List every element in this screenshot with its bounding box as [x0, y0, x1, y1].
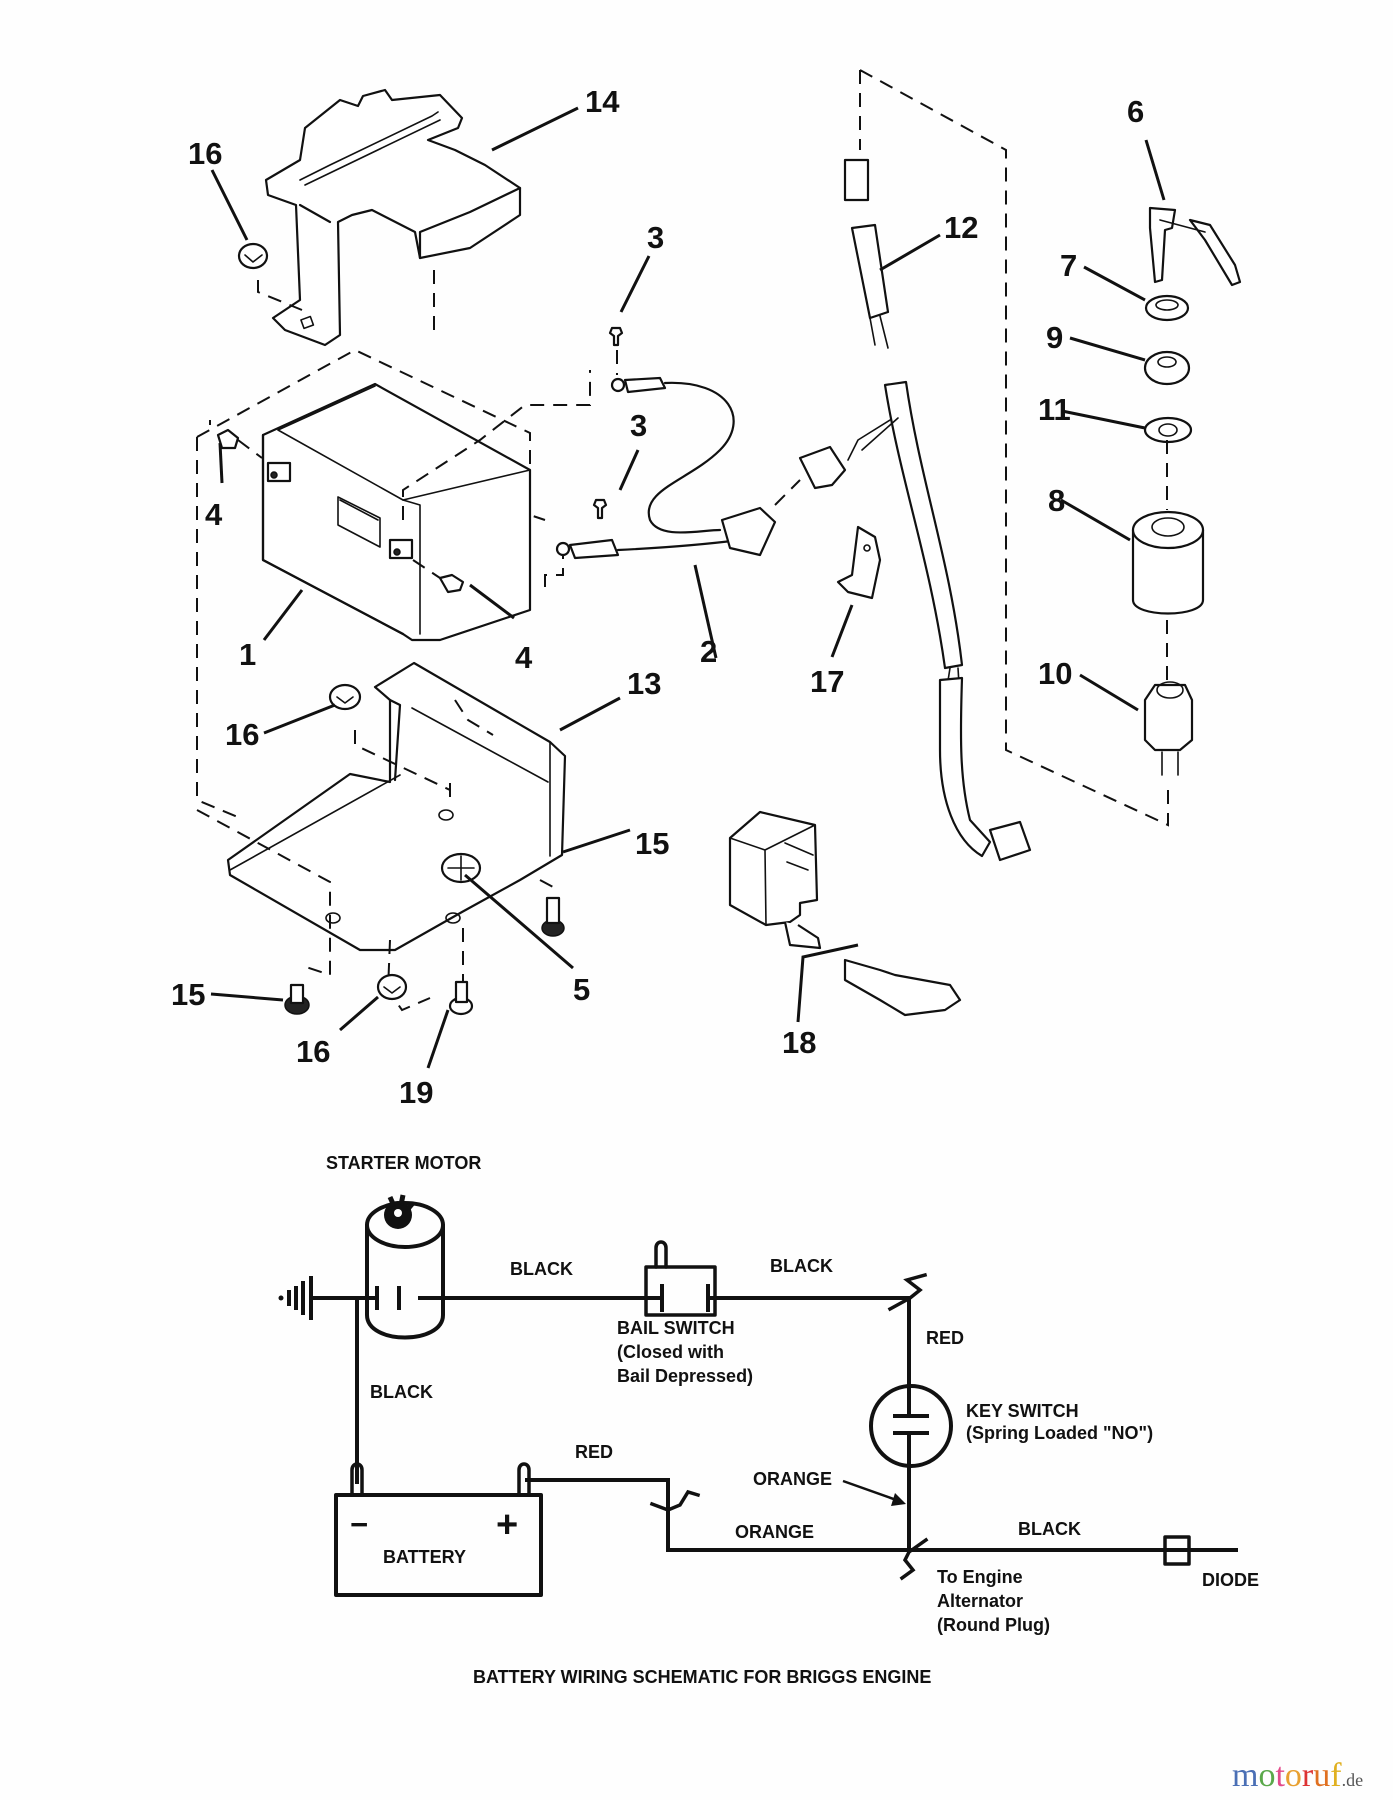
callout-4: 4 [515, 640, 533, 675]
part-14-bracket[interactable] [264, 88, 522, 347]
callout-5: 5 [573, 972, 590, 1007]
wire-label-black: BLACK [370, 1382, 433, 1402]
callout-9: 9 [1046, 320, 1063, 355]
callout-16: 16 [296, 1034, 330, 1069]
diode-symbol [1163, 1535, 1191, 1566]
callout-labels: 14 16 3 3 12 6 7 9 11 8 10 4 4 1 2 17 13… [171, 84, 1144, 1110]
key-switch [869, 1384, 953, 1468]
battery-symbol [334, 1462, 543, 1597]
wire-label-black: BLACK [770, 1256, 833, 1276]
callout-19: 19 [399, 1075, 433, 1110]
wire-label-red: RED [575, 1442, 613, 1462]
callout-1: 1 [239, 637, 256, 672]
callout-17: 17 [810, 664, 844, 699]
wires [309, 1296, 1238, 1552]
wire-battery-red [525, 1478, 1007, 1552]
watermark-letter: t [1275, 1757, 1285, 1794]
callout-18: 18 [782, 1025, 816, 1060]
bail-switch-label: BAIL SWITCH [617, 1318, 735, 1338]
watermark-letter: r [1302, 1757, 1314, 1794]
key-switch-label: KEY SWITCH [966, 1401, 1079, 1421]
watermark-letter: u [1313, 1757, 1330, 1794]
part-16-nut-top[interactable] [237, 242, 269, 270]
alternator-label: (Round Plug) [937, 1615, 1050, 1635]
part-6-keys[interactable] [1148, 206, 1242, 287]
callout-11: 11 [1038, 392, 1071, 427]
svg-text:motoruf.de: motoruf.de [1232, 1757, 1363, 1794]
part-2-cable[interactable] [555, 376, 847, 560]
callout-6: 6 [1127, 94, 1144, 129]
alternator-label: To Engine [937, 1567, 1023, 1587]
watermark-letter: m [1232, 1757, 1258, 1794]
leader-lines [210, 106, 1166, 1069]
callout-8: 8 [1048, 483, 1065, 518]
ground-icon [278, 1276, 313, 1320]
key-switch-note: (Spring Loaded "NO") [966, 1423, 1153, 1443]
starter-motor [365, 1194, 445, 1340]
callout-16: 16 [188, 136, 222, 171]
part-16-nut-mid[interactable] [328, 683, 362, 711]
part-15-screw-left[interactable] [284, 983, 310, 1015]
starter-motor-label: STARTER MOTOR [326, 1153, 481, 1173]
bail-switch-note: Bail Depressed) [617, 1366, 753, 1386]
part-7-bezel[interactable] [1144, 294, 1190, 322]
watermark-logo: motoruf.de [1232, 1757, 1363, 1794]
part-11-washer[interactable] [1143, 416, 1193, 444]
diode-label: DIODE [1202, 1570, 1259, 1590]
callout-4: 4 [205, 497, 223, 532]
part-19-screw[interactable] [448, 980, 474, 1016]
callout-13: 13 [627, 666, 661, 701]
part-3-bolt-top[interactable] [608, 326, 624, 347]
part-4-nut-right[interactable] [438, 573, 465, 594]
wire-label-orange: ORANGE [753, 1469, 832, 1489]
callout-3: 3 [630, 408, 647, 443]
part-17-clip[interactable] [836, 525, 882, 600]
callout-15: 15 [635, 826, 669, 861]
part-13-tray[interactable] [226, 661, 567, 952]
callout-16: 16 [225, 717, 259, 752]
part-9-nut[interactable] [1143, 350, 1191, 386]
callout-14: 14 [585, 84, 620, 119]
part-16-nut-bottom[interactable] [376, 973, 408, 1001]
wire-label-orange: ORANGE [735, 1522, 814, 1542]
part-5-lockwasher[interactable] [440, 852, 482, 884]
part-1-battery[interactable] [261, 382, 532, 642]
battery-positive-sign: + [496, 1504, 518, 1546]
wire-label-black: BLACK [1018, 1519, 1081, 1539]
part-12-harness[interactable] [843, 158, 1032, 862]
gear-icon [384, 1194, 415, 1229]
bail-switch [644, 1240, 717, 1317]
part-3-bolt-mid[interactable] [592, 498, 608, 520]
part-15-screw-right[interactable] [541, 896, 565, 937]
watermark-letter: o [1285, 1757, 1302, 1794]
exploded-view: 14 16 3 3 12 6 7 9 11 8 10 4 4 1 2 17 13… [171, 69, 1242, 1110]
bail-switch-note: (Closed with [617, 1342, 724, 1362]
callout-15: 15 [171, 977, 205, 1012]
alternator-label: Alternator [937, 1591, 1023, 1611]
wire-label-red: RED [926, 1328, 964, 1348]
part-10-key-switch[interactable] [1143, 681, 1194, 776]
part-8-spacer[interactable] [1131, 510, 1205, 615]
schematic-title: BATTERY WIRING SCHEMATIC FOR BRIGGS ENGI… [473, 1667, 931, 1687]
battery-label: BATTERY [383, 1547, 466, 1567]
watermark-suffix: .de [1342, 1770, 1364, 1790]
watermark-letter: o [1258, 1757, 1275, 1794]
wire-label-black: BLACK [510, 1259, 573, 1279]
callout-12: 12 [944, 210, 978, 245]
callout-2: 2 [700, 634, 717, 669]
battery-negative-sign: − [350, 1507, 368, 1542]
callout-7: 7 [1060, 248, 1077, 283]
watermark-letter: f [1330, 1757, 1342, 1794]
part-18-diode[interactable] [728, 810, 962, 1017]
wiring-schematic: STARTER MOTOR BAIL SWITCH (Closed with B… [278, 1153, 1259, 1687]
callout-3: 3 [647, 220, 664, 255]
callout-10: 10 [1038, 656, 1072, 691]
